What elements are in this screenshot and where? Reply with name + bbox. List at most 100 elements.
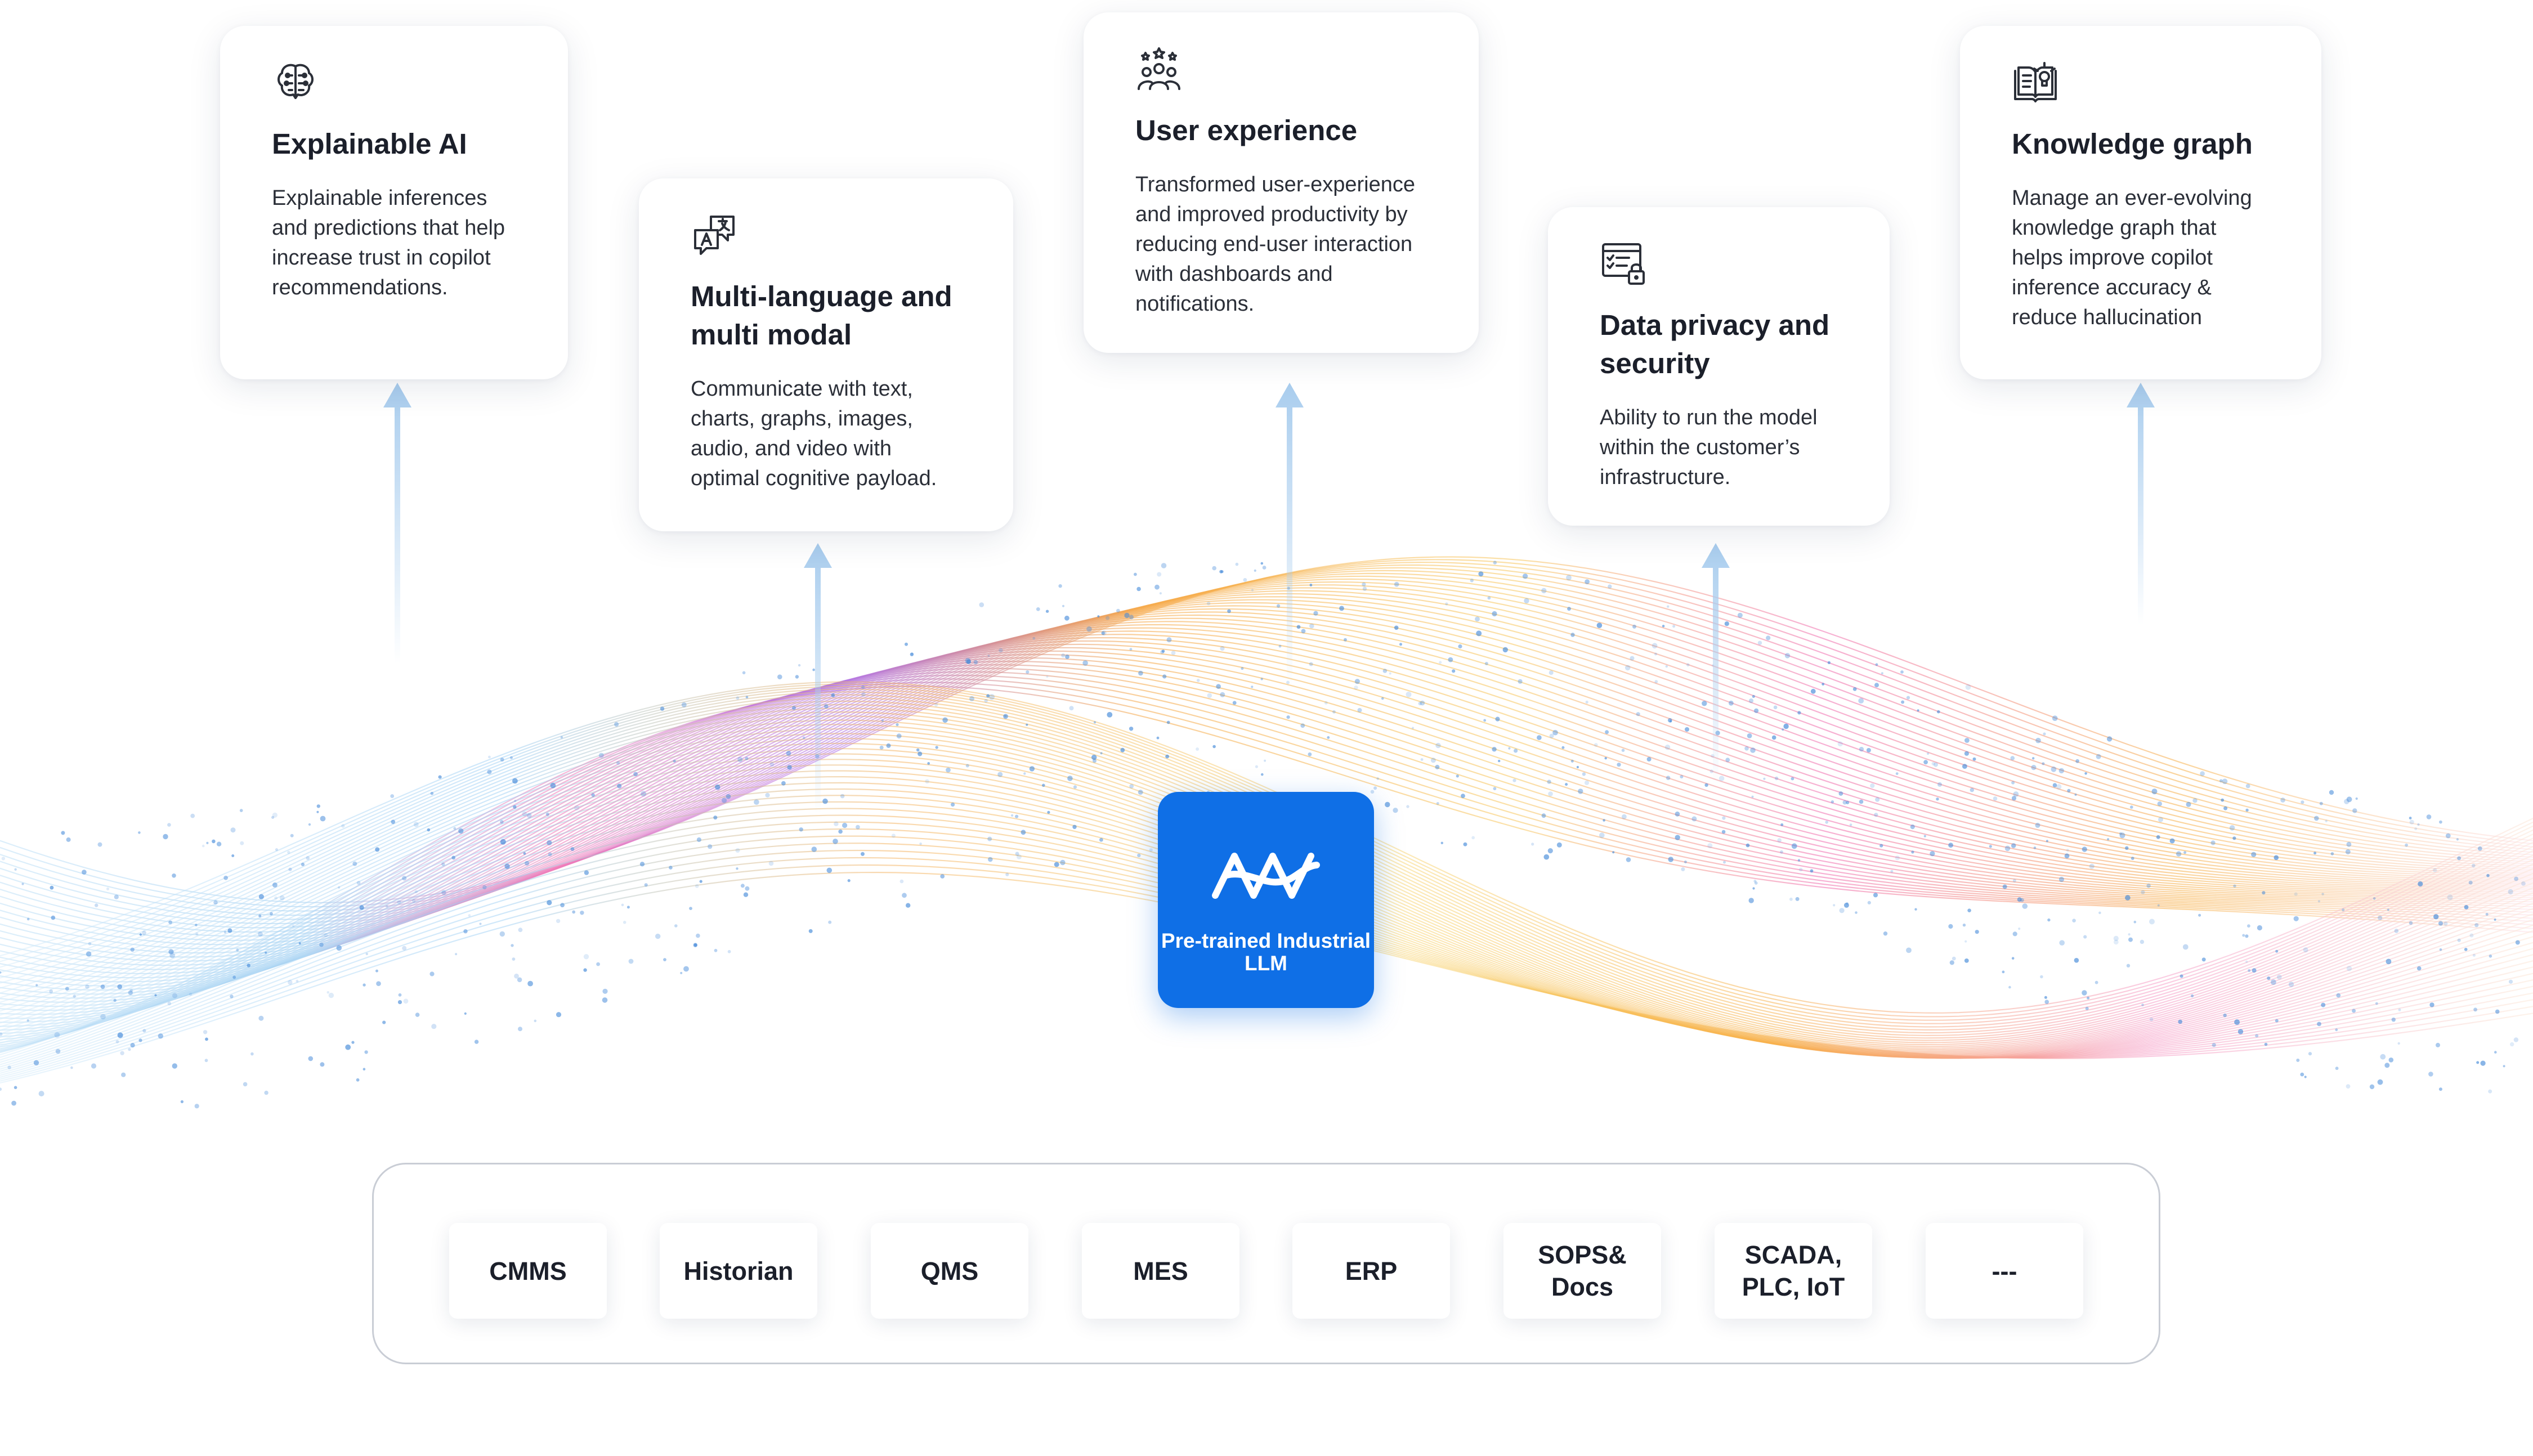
- wave-dot: [2082, 990, 2087, 996]
- wave-dot: [2486, 873, 2490, 877]
- wave-dot: [316, 804, 320, 808]
- wave-dot: [2223, 1013, 2227, 1018]
- wave-dot: [290, 834, 294, 837]
- wave-dot: [2438, 1087, 2442, 1091]
- wave-dot: [2319, 801, 2323, 805]
- wave-dot: [488, 755, 491, 759]
- arrow-up-user-experience: [1276, 383, 1304, 687]
- wave-dot: [621, 903, 624, 907]
- wave-dot: [2429, 1002, 2434, 1007]
- wave-dot: [2056, 784, 2062, 790]
- wave-dot: [1106, 616, 1110, 620]
- wave-dot: [138, 831, 141, 834]
- wave-dot: [2198, 913, 2201, 917]
- wave-dot: [1073, 785, 1077, 789]
- wave-dot: [1934, 762, 1938, 767]
- wave-dot: [359, 905, 364, 910]
- wave-dot: [808, 929, 813, 933]
- wave-dot: [2352, 808, 2357, 813]
- wave-dot: [916, 748, 920, 752]
- wave-dot: [324, 933, 328, 938]
- wave-dot: [375, 847, 380, 852]
- wave-dot: [172, 1063, 177, 1069]
- wave-dot: [2398, 1008, 2401, 1011]
- wave-dot: [2464, 905, 2469, 910]
- wave-line: [0, 630, 2533, 1007]
- wave-dot: [1458, 644, 1462, 649]
- wave-dot: [925, 779, 929, 784]
- wave-dot: [142, 1029, 146, 1033]
- wave-dot: [2113, 939, 2119, 945]
- wave-dot: [1624, 665, 1631, 671]
- wave-dot: [11, 1100, 16, 1106]
- wave-line: [0, 667, 2533, 1046]
- wave-dot: [1724, 621, 1729, 626]
- arrow-up-multi-language: [804, 543, 832, 813]
- wave-dot: [2489, 955, 2492, 958]
- wave-dot: [1718, 776, 1725, 781]
- wave-dot: [2040, 975, 2043, 979]
- wave-dot: [2428, 1072, 2433, 1077]
- wave-dot: [482, 885, 487, 890]
- wave-dot: [740, 884, 745, 888]
- wave-dot: [279, 895, 285, 901]
- wave-dot: [2321, 1002, 2326, 1007]
- wave-dot: [402, 876, 407, 881]
- translate-chat-icon: [694, 216, 735, 255]
- wave-dot: [1159, 592, 1162, 595]
- wave-dot: [2521, 881, 2526, 886]
- wave-dot: [1069, 706, 1074, 711]
- wave-dot: [1859, 799, 1864, 804]
- wave-dot: [0, 1032, 3, 1036]
- wave-dot: [1129, 727, 1134, 731]
- wave-dot: [1171, 651, 1176, 655]
- wave-dot: [714, 948, 718, 952]
- wave-dot: [1456, 774, 1459, 778]
- wave-dot: [230, 994, 234, 998]
- wave-dot: [695, 884, 699, 888]
- wave-dot: [2113, 935, 2119, 941]
- wave-dot: [364, 1050, 368, 1054]
- wave-dot: [1662, 625, 1665, 628]
- wave-dot: [1412, 727, 1414, 729]
- wave-dot: [2140, 939, 2145, 944]
- wave-dot: [2426, 814, 2432, 819]
- wave-dot: [1216, 684, 1221, 689]
- wave-dot: [591, 793, 595, 797]
- wave-dot: [2212, 1043, 2216, 1047]
- wave-dot: [2275, 949, 2279, 953]
- wave-dot: [1129, 615, 1134, 620]
- wave-dot: [1585, 700, 1588, 704]
- wave-dot: [1962, 924, 1966, 927]
- wave-dot: [1843, 902, 1849, 908]
- wave-dot: [2169, 838, 2175, 844]
- wave-dot: [441, 890, 446, 895]
- wave-dot: [1972, 757, 1976, 761]
- wave-dot: [301, 862, 305, 866]
- wave-dot: [1729, 700, 1734, 706]
- wave-dot: [356, 1078, 360, 1082]
- wave-dot: [117, 984, 122, 989]
- wave-dot: [547, 900, 552, 906]
- wave-dot: [1838, 791, 1843, 796]
- wave-dot: [128, 1048, 131, 1051]
- wave-dot: [1531, 843, 1534, 846]
- wave-dot: [896, 733, 902, 739]
- wave-dot: [1376, 777, 1379, 780]
- wave-dot: [736, 696, 740, 700]
- source-scada-plc-iot: SCADA, PLC, IoT: [1715, 1223, 1872, 1319]
- card-title: Data privacy and security: [1600, 309, 1830, 379]
- wave-dot: [2032, 757, 2035, 760]
- wave-dot: [1737, 612, 1743, 618]
- wave-dot: [2280, 798, 2285, 803]
- wave-dot: [26, 1019, 29, 1022]
- wave-dot: [1746, 843, 1750, 848]
- wave-dot: [487, 769, 492, 774]
- wave-dot: [479, 922, 482, 925]
- wave-dot: [673, 759, 676, 763]
- wave-dot: [1493, 787, 1497, 791]
- wave-dot: [316, 810, 319, 813]
- wave-dot: [1023, 772, 1026, 775]
- arrow-up-data-privacy: [1702, 543, 1730, 785]
- wave-dot: [1514, 749, 1518, 753]
